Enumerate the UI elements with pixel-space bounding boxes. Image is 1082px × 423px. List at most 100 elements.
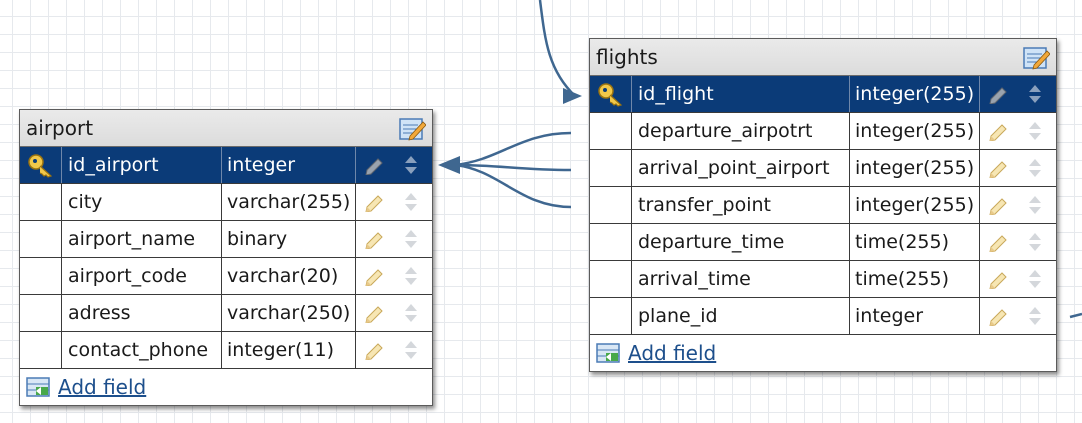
relation-line-to-flights-pk — [538, 0, 576, 97]
field-type[interactable]: time(255) — [850, 224, 980, 260]
drag-updown-icon[interactable] — [1028, 157, 1042, 179]
pk-cell — [20, 332, 62, 368]
field-name[interactable]: arrival_point_airport — [632, 150, 850, 186]
table-header[interactable]: airport — [20, 110, 432, 147]
drag-updown-icon[interactable] — [404, 228, 418, 250]
pk-cell — [590, 224, 632, 260]
pk-cell — [590, 113, 632, 149]
pencil-icon[interactable] — [364, 229, 386, 249]
drag-updown-icon[interactable] — [404, 265, 418, 287]
add-field-link[interactable]: Add field — [628, 341, 717, 365]
field-name[interactable]: id_flight — [632, 76, 850, 112]
pk-cell — [590, 187, 632, 223]
drag-updown-icon[interactable] — [1028, 83, 1042, 105]
pencil-icon[interactable] — [988, 306, 1010, 326]
field-actions — [980, 76, 1056, 112]
drag-updown-icon[interactable] — [404, 302, 418, 324]
field-actions — [356, 332, 430, 368]
field-type[interactable]: integer(255) — [850, 113, 980, 149]
field-name[interactable]: departure_time — [632, 224, 850, 260]
field-type[interactable]: varchar(20) — [222, 258, 356, 294]
table-row-primary-key[interactable]: id_flight integer(255) — [590, 76, 1056, 113]
add-field-icon[interactable] — [596, 342, 622, 364]
table-title: airport — [26, 116, 94, 140]
field-name[interactable]: transfer_point — [632, 187, 850, 223]
field-type[interactable]: integer(11) — [222, 332, 356, 368]
field-name[interactable]: adress — [62, 295, 222, 331]
field-type[interactable]: integer — [222, 147, 356, 183]
pencil-icon[interactable] — [364, 266, 386, 286]
table-title: flights — [596, 45, 658, 69]
pencil-icon[interactable] — [364, 303, 386, 323]
drag-updown-icon[interactable] — [1028, 120, 1042, 142]
field-name[interactable]: airport_code — [62, 258, 222, 294]
field-type[interactable]: binary — [222, 221, 356, 257]
field-type[interactable]: time(255) — [850, 261, 980, 297]
drag-updown-icon[interactable] — [1028, 231, 1042, 253]
pencil-icon[interactable] — [988, 158, 1010, 178]
field-type[interactable]: integer(255) — [850, 150, 980, 186]
pencil-icon[interactable] — [364, 155, 386, 175]
relation-line-plane — [1069, 312, 1082, 319]
edit-table-icon[interactable] — [1022, 45, 1050, 71]
add-field-icon[interactable] — [26, 376, 52, 398]
drag-updown-icon[interactable] — [1028, 305, 1042, 327]
field-type[interactable]: varchar(255) — [222, 184, 356, 220]
field-actions — [980, 298, 1056, 334]
field-type[interactable]: integer(255) — [850, 187, 980, 223]
pencil-icon[interactable] — [988, 121, 1010, 141]
field-actions — [980, 150, 1056, 186]
pencil-icon[interactable] — [988, 232, 1010, 252]
add-field-link[interactable]: Add field — [58, 375, 147, 399]
relation-line-arrival — [454, 163, 572, 172]
pencil-icon[interactable] — [364, 192, 386, 212]
field-name[interactable]: contact_phone — [62, 332, 222, 368]
pencil-icon[interactable] — [364, 340, 386, 360]
field-type[interactable]: integer(255) — [850, 76, 980, 112]
edit-table-icon[interactable] — [398, 116, 426, 142]
pencil-icon[interactable] — [988, 195, 1010, 215]
arrowhead-flights-pk — [563, 88, 582, 104]
add-field-row[interactable]: Add field — [20, 369, 432, 405]
table-flights[interactable]: flights id_flight integer(255) — [589, 38, 1057, 372]
field-type[interactable]: varchar(250) — [222, 295, 356, 331]
drag-updown-icon[interactable] — [404, 154, 418, 176]
table-row-primary-key[interactable]: id_airport integer — [20, 147, 432, 184]
pencil-icon[interactable] — [988, 84, 1010, 104]
table-airport[interactable]: airport id_airport integer — [19, 109, 433, 406]
field-name[interactable]: city — [62, 184, 222, 220]
pk-cell — [20, 258, 62, 294]
field-name[interactable]: departure_airpotrt — [632, 113, 850, 149]
drag-updown-icon[interactable] — [404, 191, 418, 213]
field-actions — [980, 187, 1056, 223]
field-name[interactable]: plane_id — [632, 298, 850, 334]
field-actions — [980, 261, 1056, 297]
pencil-icon[interactable] — [988, 269, 1010, 289]
field-actions — [356, 184, 430, 220]
field-name[interactable]: airport_name — [62, 221, 222, 257]
field-actions — [356, 221, 430, 257]
key-icon — [597, 83, 622, 107]
field-type[interactable]: integer — [850, 298, 980, 334]
pk-cell — [20, 295, 62, 331]
pk-cell — [590, 261, 632, 297]
add-field-row[interactable]: Add field — [590, 335, 1056, 371]
drag-updown-icon[interactable] — [1028, 194, 1042, 216]
drag-updown-icon[interactable] — [1028, 268, 1042, 290]
table-header[interactable]: flights — [590, 39, 1056, 76]
field-name[interactable]: arrival_time — [632, 261, 850, 297]
drag-updown-icon[interactable] — [404, 339, 418, 361]
field-name[interactable]: id_airport — [62, 147, 222, 183]
